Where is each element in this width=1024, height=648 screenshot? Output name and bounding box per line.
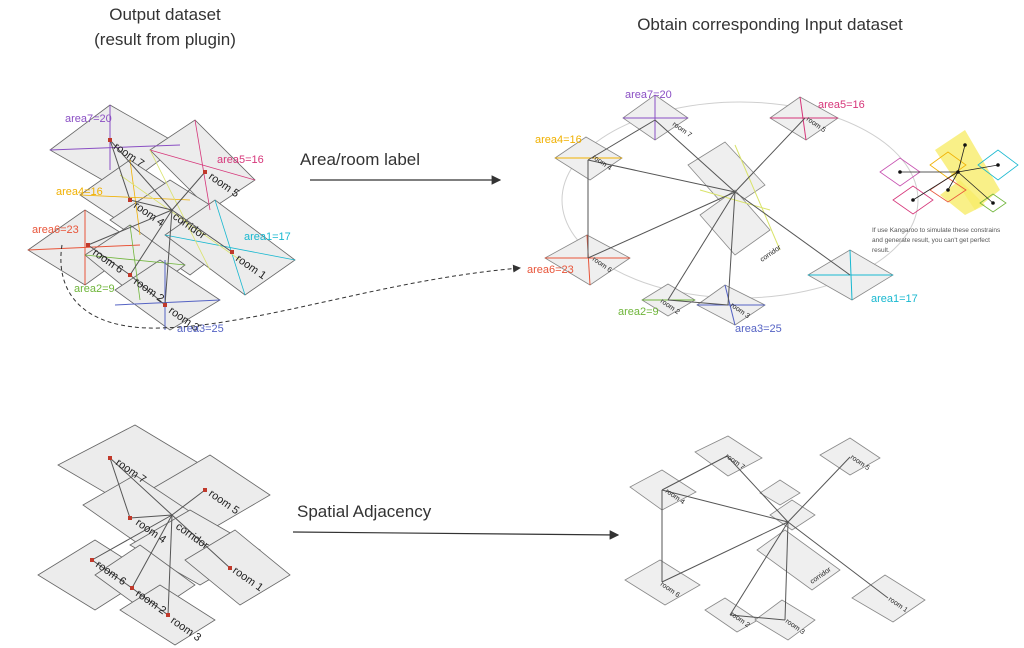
area-label: area5=16 <box>217 154 264 166</box>
adjacency-edges-top-right <box>587 117 851 306</box>
area-diagonals <box>27 105 296 330</box>
adjacency-edges-bottom-right <box>661 455 889 621</box>
output-plan-bottom: room 7 room 5 room 4 corridor room 6 roo… <box>37 424 291 646</box>
dashed-mapping-arrow <box>60 244 521 329</box>
output-dataset-subtitle: (result from plugin) <box>94 30 236 49</box>
area-label: area7=20 <box>65 113 112 125</box>
output-dataset-title: Output dataset <box>109 5 221 24</box>
spatial-adjacency-caption: Spatial Adjacency <box>297 502 432 521</box>
adjacency-edges-bottom-left <box>91 457 231 616</box>
kangaroo-note: If use Kangaroo to simulate these constr… <box>872 227 1001 234</box>
input-dataset-title: Obtain corresponding Input dataset <box>637 15 903 34</box>
area-label: area2=9 <box>618 306 659 318</box>
area-label: area4=16 <box>56 186 103 198</box>
area-label: area1=17 <box>244 231 291 243</box>
area-label: area6=23 <box>32 224 79 236</box>
area-label: area4=16 <box>535 134 582 146</box>
kangaroo-inset: If use Kangaroo to simulate these constr… <box>872 130 1019 254</box>
area-label: area3=25 <box>735 323 782 335</box>
adjacency-edges-top-left <box>87 139 233 306</box>
kangaroo-note: result. <box>872 247 890 254</box>
area-label: area2=9 <box>74 283 115 295</box>
spatial-adjacency-arrow <box>292 530 620 540</box>
room-label: corridor <box>759 244 783 264</box>
room-label: room 7 <box>671 121 693 139</box>
area-label: area1=17 <box>871 293 918 305</box>
room-nodes-top-left <box>86 138 234 307</box>
area-room-label-caption: Area/room label <box>300 150 421 169</box>
input-plan-bottom: room 7 room 5 room 4 corridor room 6 roo… <box>624 435 926 641</box>
output-plan-top: room 7 room 5 room 4 corridor room 6 roo… <box>27 104 521 335</box>
area-label: area6=23 <box>527 264 574 276</box>
area-label: area5=16 <box>818 99 865 111</box>
area-label: area3=25 <box>177 323 224 335</box>
kangaroo-note: and generate result, you can't get perfe… <box>872 237 990 244</box>
input-plan-top: room 7 room 5 room 4 corridor room 6 roo… <box>527 89 1019 335</box>
area-label: area7=20 <box>625 89 672 101</box>
room-nodes-bottom-left <box>90 456 232 617</box>
